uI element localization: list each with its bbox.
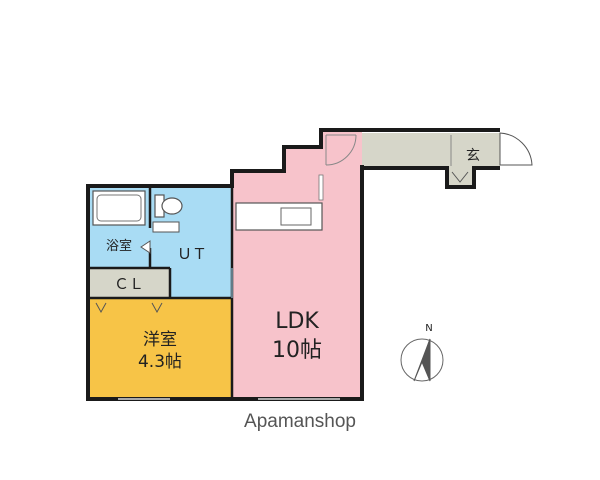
watermark: Apamanshop bbox=[244, 411, 356, 432]
entrance-label: 玄 bbox=[466, 147, 480, 164]
walls bbox=[86, 128, 500, 401]
bath-label: 浴室 bbox=[106, 238, 132, 254]
western-room-size: 4.3帖 bbox=[138, 352, 182, 372]
compass-icon bbox=[400, 338, 444, 382]
kitchen-counter-icon bbox=[235, 202, 323, 231]
bathtub-icon bbox=[92, 190, 146, 226]
western-room-label: 洋室 bbox=[143, 330, 177, 350]
washbasin-icon bbox=[152, 221, 180, 233]
ut-lower-fill bbox=[170, 268, 232, 298]
ldk-label: LDK bbox=[275, 309, 319, 334]
ldk-size: 10帖 bbox=[272, 338, 322, 363]
compass-label: N bbox=[425, 323, 432, 334]
toilet-icon bbox=[154, 194, 183, 218]
western-room-fill bbox=[88, 298, 232, 399]
ldk-fill bbox=[232, 130, 362, 399]
corridor-fill bbox=[362, 133, 500, 170]
shoe-box-icon bbox=[451, 171, 469, 183]
closet-door-icon bbox=[95, 302, 163, 314]
fridge-space-icon bbox=[318, 174, 324, 201]
ldk-door-icon bbox=[325, 134, 357, 166]
closet-fill bbox=[88, 268, 170, 298]
ut-label: ＵＴ bbox=[177, 245, 207, 263]
interior-walls bbox=[88, 186, 234, 399]
entrance-door-icon bbox=[499, 132, 533, 166]
bath-door-icon bbox=[140, 240, 151, 254]
closet-label: ＣＬ bbox=[114, 275, 144, 293]
